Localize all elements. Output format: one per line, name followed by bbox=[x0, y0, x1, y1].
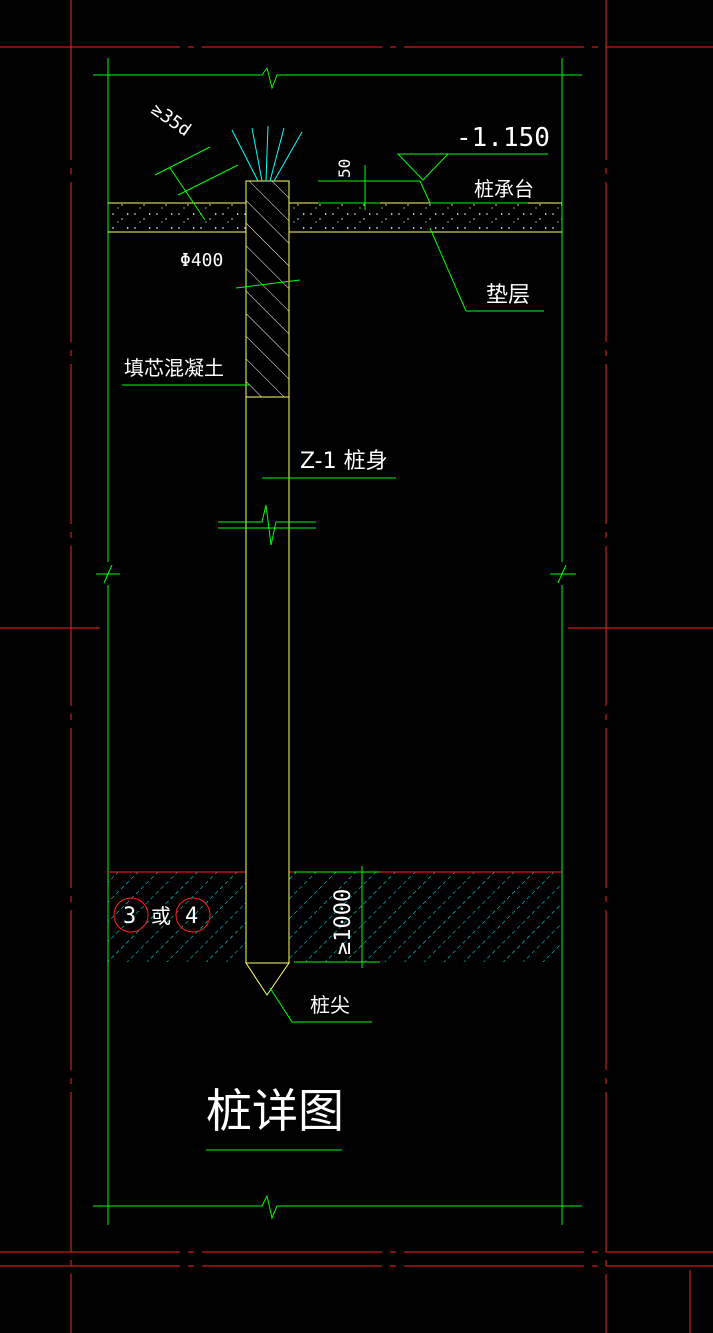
layer-marker-a-label: 3 bbox=[123, 904, 136, 929]
pile-body-label: Z-1 桩身 bbox=[300, 449, 388, 474]
frame-bottom-line bbox=[93, 1194, 582, 1220]
frame-right-break bbox=[550, 564, 576, 584]
drawing-title: 桩详图 bbox=[206, 1084, 344, 1138]
pile-tip-shape bbox=[245, 962, 290, 996]
pile-break-mark bbox=[218, 504, 316, 546]
layer-marker-a-circle bbox=[113, 897, 149, 933]
cushion-label: 垫层 bbox=[486, 283, 530, 308]
pile bbox=[218, 180, 316, 996]
labels: -1.150 50 ≥35d 桩承台 Φ400 垫层 填芯混凝土 Z-1 桩身 … bbox=[123, 99, 550, 1138]
cap-dim-label: 50 bbox=[335, 159, 354, 178]
elevation-label: -1.150 bbox=[456, 123, 550, 153]
diameter-label: Φ400 bbox=[180, 250, 223, 271]
anchor-dim-line-2 bbox=[177, 164, 239, 196]
frame-left-break bbox=[96, 564, 120, 584]
anchor-rebars bbox=[231, 125, 303, 182]
cap-leader bbox=[419, 180, 431, 204]
layer-or-label: 或 bbox=[151, 904, 171, 928]
tip-leader bbox=[269, 987, 293, 1023]
infill-label: 填芯混凝土 bbox=[124, 356, 224, 380]
bearing-layer-hatch bbox=[108, 872, 562, 962]
diameter-line bbox=[235, 279, 301, 289]
annotations bbox=[122, 146, 548, 1151]
frame-top-line bbox=[93, 66, 582, 90]
anchor-label: ≥35d bbox=[147, 99, 195, 141]
elevation-symbol bbox=[396, 153, 450, 181]
cushion-layer bbox=[108, 202, 562, 233]
cushion-band bbox=[108, 203, 562, 232]
anchor-dim-line bbox=[154, 146, 211, 176]
layer-marker-b-circle bbox=[175, 897, 211, 933]
layer-marker-b-label: 4 bbox=[185, 904, 198, 929]
layer-markers bbox=[113, 897, 211, 933]
embed-dim-label: ≥1000 bbox=[331, 889, 356, 955]
anchor-dim-slope bbox=[169, 167, 206, 221]
tip-label: 桩尖 bbox=[310, 993, 350, 1017]
frame-outline bbox=[93, 58, 582, 1225]
pile-infill-hatch bbox=[245, 180, 290, 398]
cushion-leader bbox=[429, 227, 467, 312]
cap-label: 桩承台 bbox=[474, 177, 534, 201]
